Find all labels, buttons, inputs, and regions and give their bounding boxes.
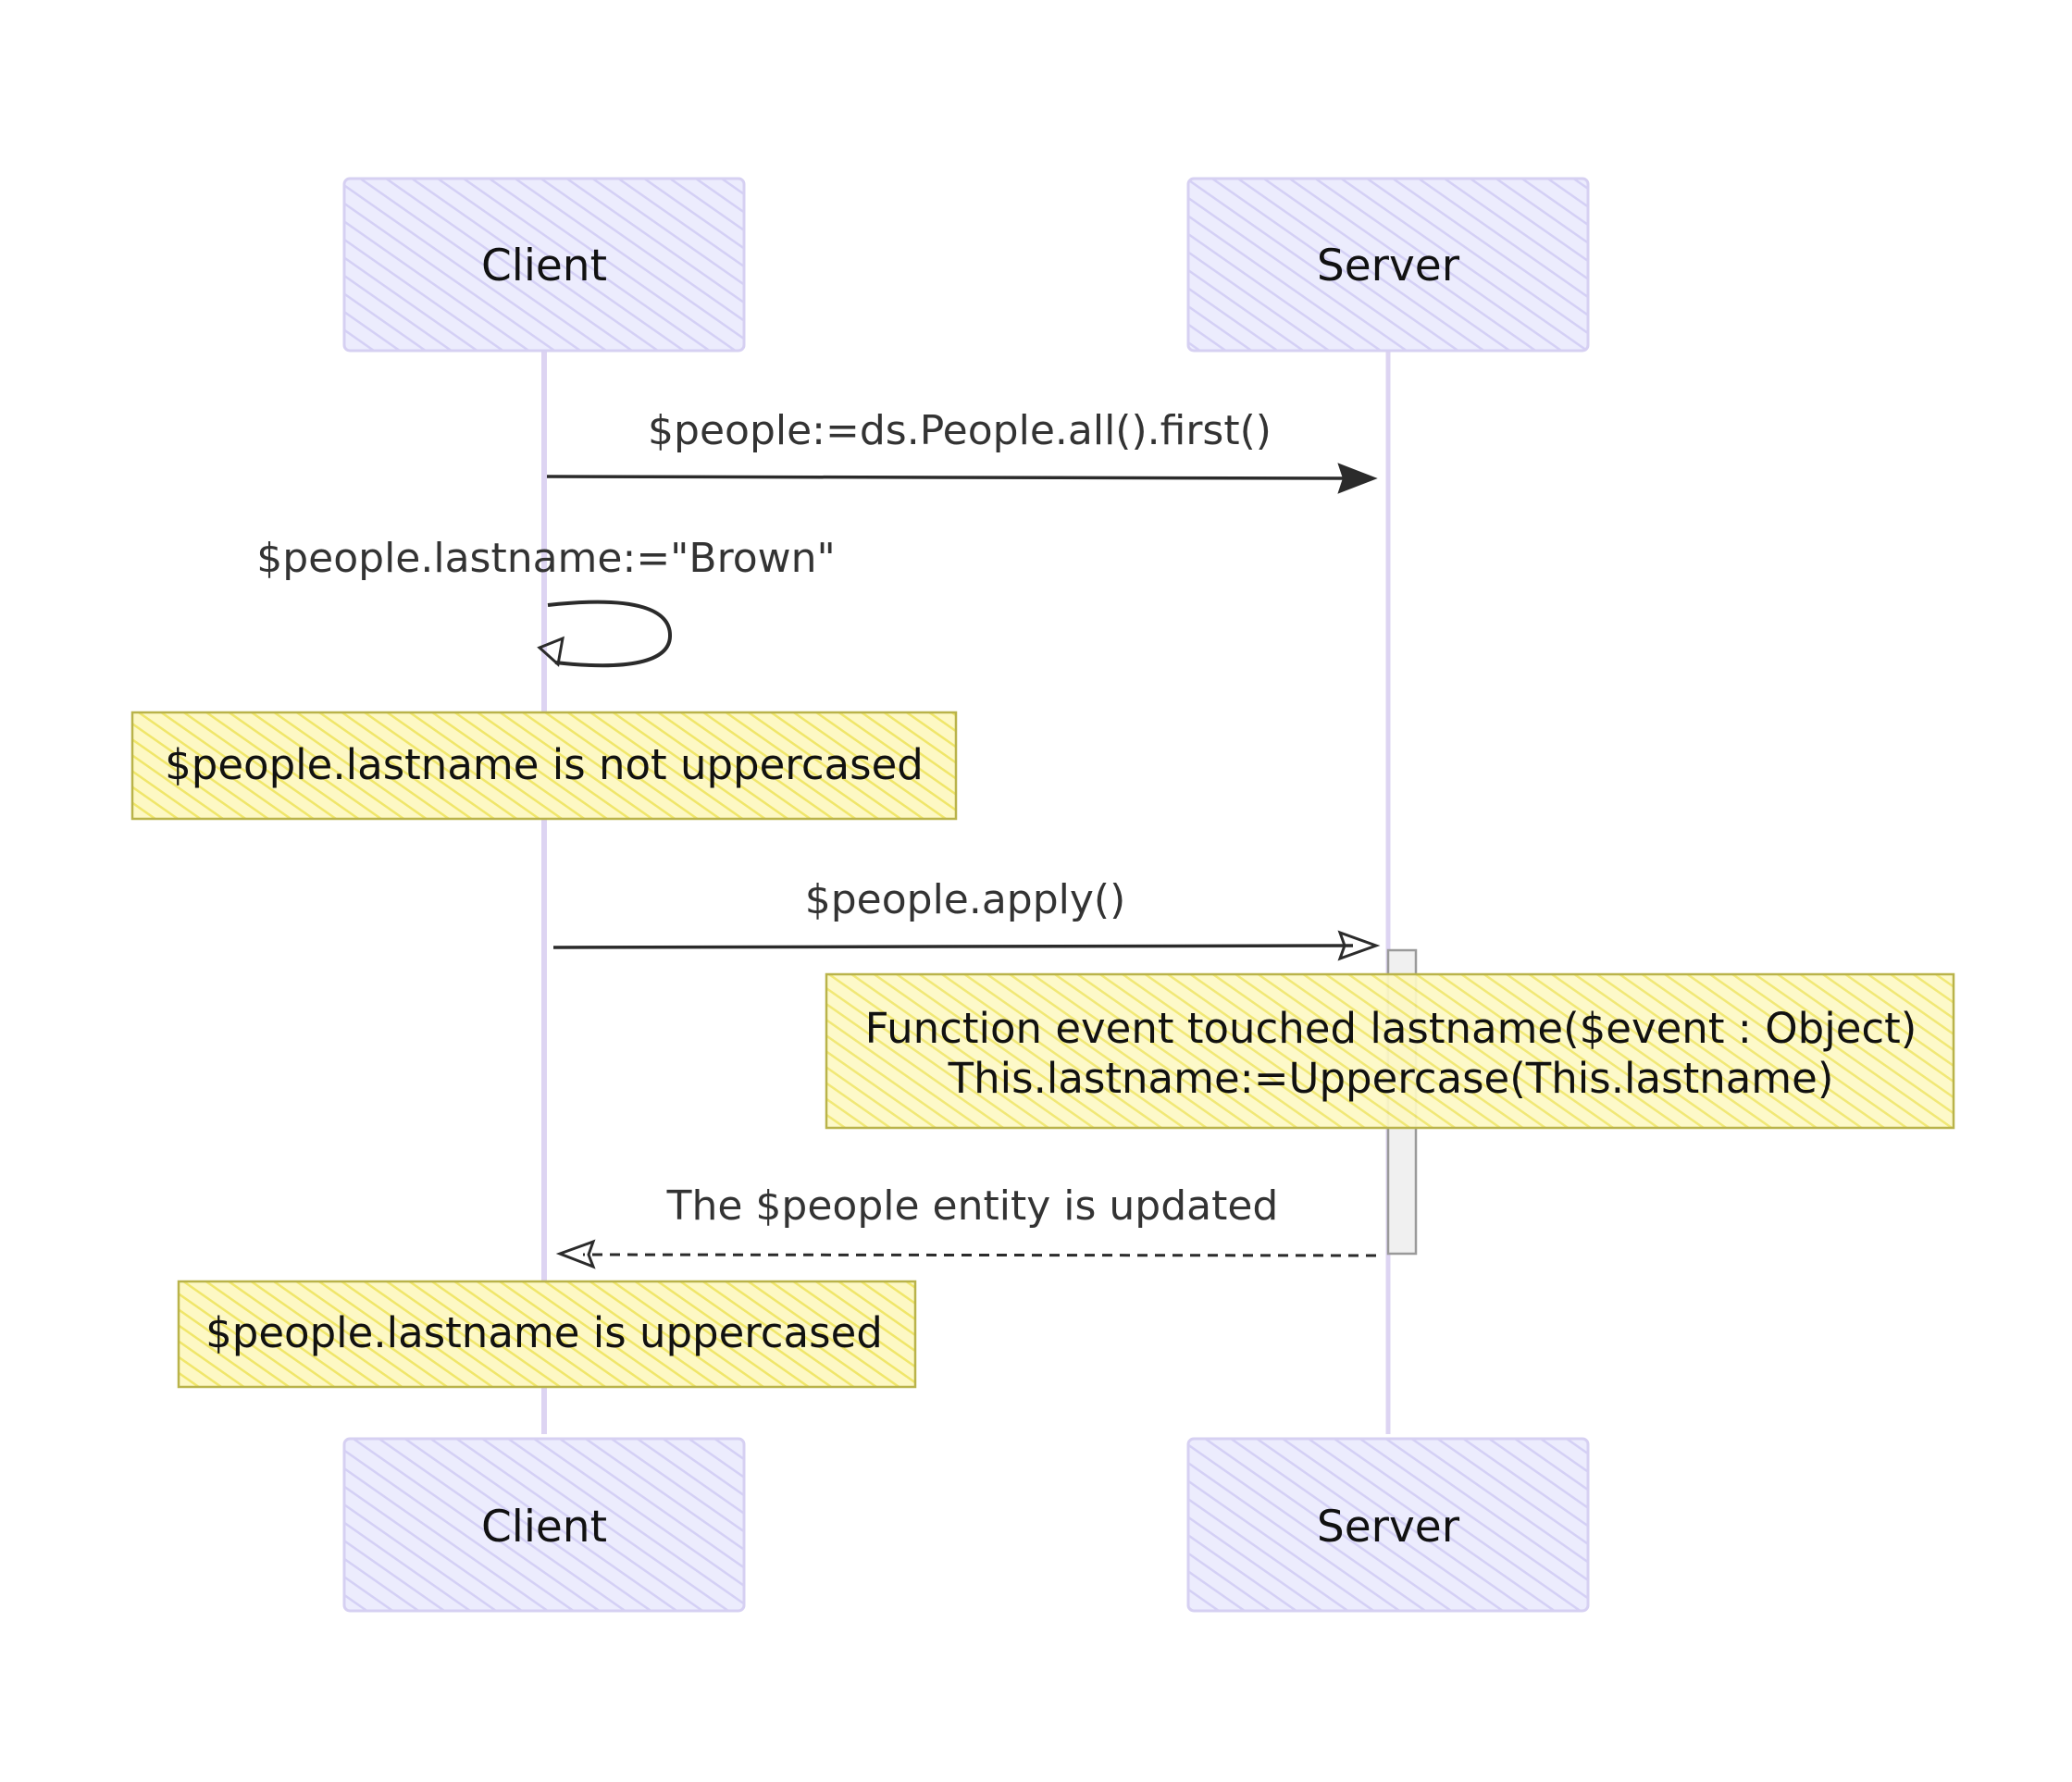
actor-server-top-label: Server	[1317, 241, 1460, 291]
actor-client-top[interactable]: Client	[342, 177, 746, 353]
arrow-line	[546, 475, 1352, 480]
note-not-uppercased: $people.lastname is not uppercased	[130, 711, 958, 821]
note-not-uppercased-text: $people.lastname is not uppercased	[165, 740, 924, 789]
arrowhead-icon	[555, 1239, 596, 1269]
actor-server-top[interactable]: Server	[1186, 177, 1590, 353]
self-loop-arrow	[547, 600, 673, 668]
note-function-event-line-2: This.lastname:=Uppercase(This.lastname)	[948, 1054, 1834, 1103]
actor-server-bottom-label: Server	[1317, 1502, 1460, 1553]
arrowhead-icon	[1337, 463, 1378, 494]
note-function-event: Function event touched lastname($event :…	[825, 972, 1955, 1130]
note-uppercased: $people.lastname is uppercased	[177, 1280, 917, 1389]
actor-client-bottom-label: Client	[481, 1502, 607, 1553]
message-response: The $people entity is updated	[555, 1182, 1377, 1269]
actor-client-bottom[interactable]: Client	[342, 1437, 746, 1613]
note-uppercased-text: $people.lastname is uppercased	[205, 1308, 883, 1357]
actor-client-top-label: Client	[481, 241, 607, 291]
message-apply: $people.apply()	[552, 876, 1381, 961]
arrowhead-icon	[1337, 930, 1381, 961]
message-query: $people:=ds.People.all().first()	[546, 407, 1378, 494]
arrow-line-dashed	[582, 1253, 1377, 1257]
note-function-event-line-1: Function event touched lastname($event :…	[865, 1004, 1917, 1053]
message-query-label: $people:=ds.People.all().first()	[648, 407, 1272, 454]
actor-server-bottom[interactable]: Server	[1186, 1437, 1590, 1613]
message-self-assign: $people.lastname:="Brown"	[256, 535, 836, 668]
message-response-label: The $people entity is updated	[666, 1182, 1279, 1230]
arrowhead-icon	[537, 636, 565, 667]
message-apply-label: $people.apply()	[805, 876, 1126, 923]
arrow-line	[552, 944, 1354, 949]
message-self-assign-label: $people.lastname:="Brown"	[256, 535, 836, 582]
